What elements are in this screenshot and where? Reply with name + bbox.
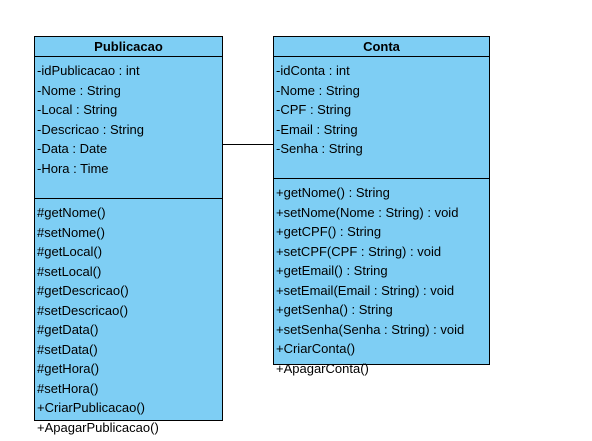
operation: +setEmail(Email : String) : void (276, 282, 455, 298)
attribute: -Local : String (37, 102, 118, 117)
attribute: -Nome : String (276, 82, 360, 98)
class-conta[interactable]: Conta -idConta : int -Nome : String -CPF… (273, 36, 490, 376)
operation: +setSenha(Senha : String) : void (276, 321, 465, 337)
attributes-publicacao: -idPublicacao : int -Nome : String -Loca… (35, 57, 222, 199)
operation: +getCPF() : String (276, 224, 382, 239)
operation: +CriarPublicacao() (37, 400, 146, 415)
operation: #setData() (37, 341, 98, 357)
attribute: -Data : Date (37, 141, 108, 156)
operation: #getData() (37, 322, 99, 337)
attribute: -Senha : String (276, 141, 363, 156)
attribute: -idConta : int (276, 63, 350, 78)
operation: +getEmail() : String (276, 263, 388, 278)
class-publicacao[interactable]: Publicacao -idPublicacao : int -Nome : S… (34, 36, 223, 435)
operation: #setHora() (37, 380, 99, 396)
operation: +setNome(Nome : String) : void (276, 204, 459, 220)
class-name-publicacao: Publicacao (35, 37, 222, 57)
attributes-conta: -idConta : int -Nome : String -CPF : Str… (274, 57, 489, 179)
operation: #getLocal() (37, 244, 103, 259)
operation: #setLocal() (37, 263, 102, 279)
attribute: -Hora : Time (37, 160, 109, 176)
operation: #setDescricao() (37, 302, 129, 318)
class-name-conta: Conta (274, 37, 489, 57)
attribute: -Nome : String (37, 82, 121, 98)
operations-publicacao: #getNome() #setNome() #getLocal() #setLo… (35, 199, 222, 437)
association-line[interactable] (223, 144, 273, 145)
operation: +ApagarPublicacao() (37, 419, 159, 435)
attribute: -Email : String (276, 121, 358, 137)
operation: #getHora() (37, 361, 100, 376)
operation: +CriarConta() (276, 341, 356, 356)
operation: +setCPF(CPF : String) : void (276, 243, 442, 259)
operation: #setNome() (37, 224, 105, 240)
operation: #getDescricao() (37, 283, 129, 298)
attribute: -idPublicacao : int (37, 63, 140, 78)
operation: +getSenha() : String (276, 302, 393, 317)
operation: +ApagarConta() (276, 360, 369, 376)
operation: +getNome() : String (276, 185, 390, 200)
attribute: -CPF : String (276, 102, 352, 117)
attribute: -Descricao : String (37, 121, 144, 137)
operation: #getNome() (37, 205, 106, 220)
operations-conta: +getNome() : String +setNome(Nome : Stri… (274, 179, 489, 378)
